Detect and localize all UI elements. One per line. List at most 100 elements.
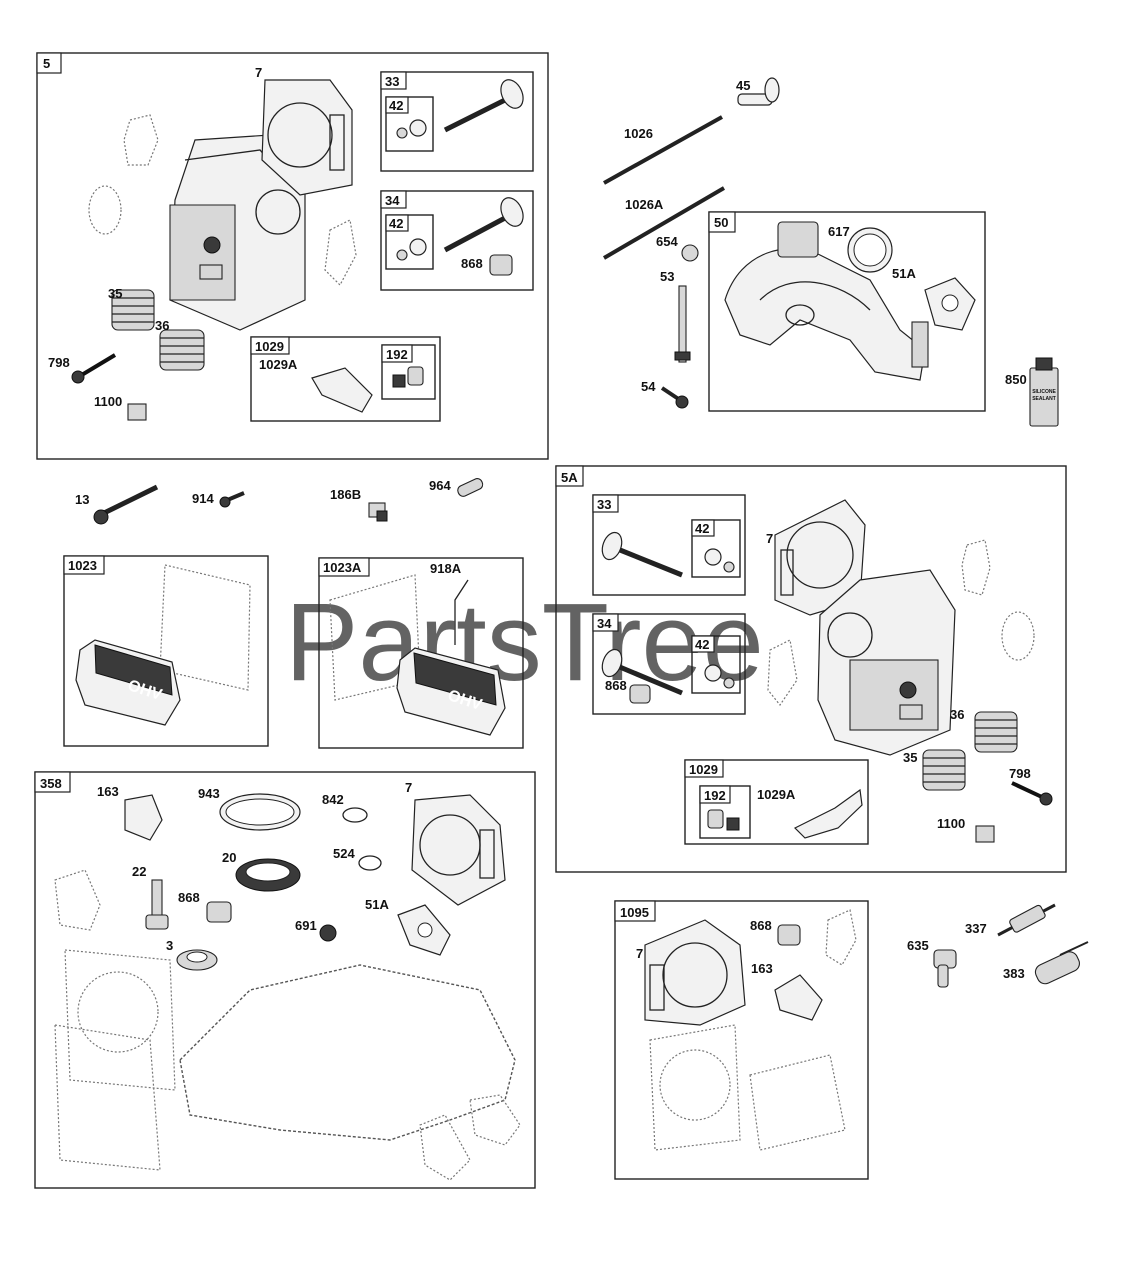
subgroup-34-42-tag[interactable]: 42	[389, 216, 403, 231]
intake-valve-part[interactable]	[443, 76, 527, 133]
spark-plug-wrench-383-part[interactable]	[1033, 941, 1089, 986]
valve-spring-35-part[interactable]	[111, 289, 155, 331]
label-358-22: 22	[132, 864, 146, 879]
nut-1100-part[interactable]	[975, 825, 995, 843]
subgroup-33-tag[interactable]: 33	[385, 74, 399, 89]
push-rod-1026a-part[interactable]	[602, 186, 726, 260]
label-358-943: 943	[198, 786, 220, 801]
cylinder-head-part[interactable]	[169, 134, 306, 331]
head-gasket-part[interactable]	[649, 1024, 741, 1151]
silicone-sealant-850-part[interactable]: SILICONE SEALANT	[1029, 357, 1059, 427]
subgroup-5a-34-tag[interactable]: 34	[597, 616, 612, 631]
o-ring-part[interactable]	[1001, 611, 1035, 661]
exhaust-gasket-part[interactable]	[469, 1094, 521, 1146]
head-gasket-part[interactable]	[64, 949, 176, 1091]
intake-gasket-part[interactable]	[123, 114, 159, 166]
push-rod-guide-45-part[interactable]	[737, 77, 780, 106]
intake-gasket-part[interactable]	[54, 869, 101, 931]
subgroup-5a-1029-tag[interactable]: 1029	[689, 762, 718, 777]
bolt-13-part[interactable]	[93, 484, 159, 525]
valve-keeper-part[interactable]	[396, 238, 427, 261]
o-ring-part[interactable]	[88, 185, 122, 235]
bolt-798-part[interactable]	[71, 353, 117, 384]
exhaust-valve-part[interactable]	[443, 194, 527, 253]
intake-valve-part[interactable]	[599, 530, 683, 578]
rocker-nut-part[interactable]	[707, 809, 740, 831]
nut-1100-part[interactable]	[127, 403, 147, 421]
valve-seal-868-part[interactable]	[777, 924, 801, 946]
intake-gasket-51a-part[interactable]	[397, 904, 451, 956]
label-53: 53	[660, 269, 674, 284]
cylinder-head-part[interactable]	[817, 569, 956, 756]
group-5-tag[interactable]: 5	[43, 56, 50, 71]
group-1095-tag[interactable]: 1095	[620, 905, 649, 920]
valve-guide-part[interactable]	[629, 684, 651, 704]
head-gasket-part[interactable]	[644, 919, 746, 1026]
exhaust-valve-part[interactable]	[599, 647, 683, 696]
elbow-186b-part[interactable]	[368, 502, 388, 522]
subgroup-1029-box	[250, 336, 441, 422]
rocker-nut-part[interactable]	[392, 366, 424, 388]
intake-gasket-part[interactable]	[961, 539, 991, 596]
intake-manifold-part[interactable]	[724, 221, 929, 381]
subgroup-5a-34-42-tag[interactable]: 42	[695, 637, 709, 652]
crankcase-gasket-part[interactable]	[179, 964, 516, 1141]
seal-22-part[interactable]	[145, 879, 169, 930]
valve-guide-part[interactable]	[489, 254, 513, 276]
subgroup-192-tag[interactable]: 192	[386, 347, 408, 362]
cover-gasket-part[interactable]	[54, 1024, 161, 1171]
valve-spring-36-part[interactable]	[974, 711, 1018, 753]
subgroup-1029-tag[interactable]: 1029	[255, 339, 284, 354]
exhaust-gasket-part[interactable]	[324, 219, 357, 286]
group-1023-tag[interactable]: 1023	[68, 558, 97, 573]
spark-plug-337-part[interactable]	[997, 903, 1056, 937]
subgroup-5a-33-42-tag[interactable]: 42	[695, 521, 709, 536]
push-rod-1026-part[interactable]	[603, 115, 723, 185]
valve-spring-36-part[interactable]	[159, 329, 205, 371]
intake-gasket-part[interactable]	[825, 909, 857, 966]
gasket-163-part[interactable]	[774, 974, 823, 1021]
valve-cover-1023-part[interactable]: OHV	[75, 639, 181, 726]
gasket-163-part[interactable]	[124, 794, 163, 841]
elbow-635-part[interactable]	[933, 949, 957, 988]
breather-tube-918a-part[interactable]	[454, 579, 469, 645]
rocker-arm-part[interactable]	[793, 788, 863, 839]
valve-keeper-part[interactable]	[396, 119, 427, 139]
subgroup-5a-192-tag[interactable]: 192	[704, 788, 726, 803]
exhaust-gasket-part[interactable]	[767, 639, 798, 707]
label-337: 337	[965, 921, 987, 936]
o-ring-842-part[interactable]	[342, 807, 368, 823]
breather-gasket-part[interactable]	[419, 1114, 471, 1181]
valve-cover-1023a-part[interactable]: OHV	[396, 647, 506, 736]
rocker-stud-53-part[interactable]	[674, 285, 691, 363]
bolt-798-part[interactable]	[1011, 781, 1053, 806]
o-ring-524-part[interactable]	[358, 855, 382, 871]
head-gasket-part[interactable]	[411, 794, 506, 906]
nut-654-part[interactable]	[681, 244, 699, 262]
cover-gasket-part[interactable]	[159, 564, 251, 691]
label-51a: 51A	[892, 266, 916, 281]
screw-54-part[interactable]	[660, 386, 689, 409]
valve-keeper-part[interactable]	[704, 548, 735, 573]
dowel-964-part[interactable]	[456, 477, 484, 498]
subgroup-33-42-tag[interactable]: 42	[389, 98, 403, 113]
group-358-tag[interactable]: 358	[40, 776, 62, 791]
valve-keeper-part[interactable]	[704, 664, 735, 689]
head-gasket-part[interactable]	[261, 79, 353, 196]
group-1023a-tag[interactable]: 1023A	[323, 560, 362, 575]
seal-691-part[interactable]	[319, 924, 337, 942]
group-5a-tag[interactable]: 5A	[561, 470, 578, 485]
label-358-163: 163	[97, 784, 119, 799]
group-358-box	[34, 771, 536, 1189]
subgroup-5a-33-tag[interactable]: 33	[597, 497, 611, 512]
cover-gasket-part[interactable]	[749, 1054, 846, 1151]
group-50-tag[interactable]: 50	[714, 215, 728, 230]
subgroup-34-tag[interactable]: 34	[385, 193, 400, 208]
rocker-arm-part[interactable]	[311, 367, 373, 413]
watermark: PartsTree	[285, 581, 764, 704]
valve-seal-868-part[interactable]	[206, 901, 232, 923]
valve-spring-35-part[interactable]	[922, 749, 966, 791]
screw-914-part[interactable]	[219, 491, 245, 508]
intake-gasket-51a-part[interactable]	[924, 277, 976, 331]
